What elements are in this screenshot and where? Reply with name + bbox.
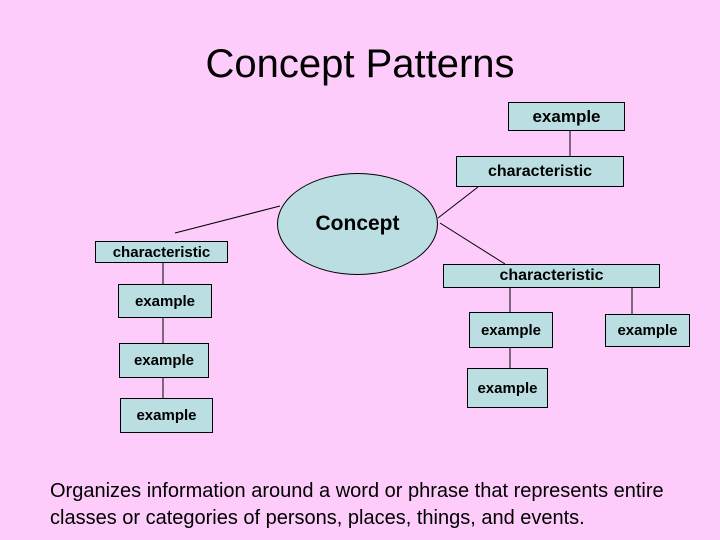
- node-left-example-1: example: [118, 284, 212, 318]
- node-label: example: [480, 321, 542, 339]
- node-label: example: [134, 292, 196, 310]
- node-top-characteristic: characteristic: [456, 156, 624, 187]
- node-label: example: [532, 106, 601, 126]
- connector-ellipse-to-left-characteristic: [174, 205, 281, 234]
- node-left-example-3: example: [120, 398, 213, 433]
- node-right-example-1: example: [469, 312, 553, 348]
- node-right-example-3: example: [467, 368, 548, 408]
- node-label: example: [477, 379, 538, 397]
- connector-ellipse-to-top-characteristic: [437, 186, 479, 219]
- node-top-example: example: [508, 102, 625, 131]
- node-left-example-2: example: [119, 343, 209, 378]
- footer-text: Organizes information around a word or p…: [50, 478, 690, 532]
- node-right-characteristic: characteristic: [443, 264, 660, 288]
- node-label: example: [133, 352, 195, 369]
- node-label: characteristic: [499, 267, 604, 284]
- node-left-characteristic: characteristic: [95, 241, 228, 263]
- node-label: example: [617, 322, 678, 339]
- node-label: example: [136, 407, 197, 424]
- slide-title: Concept Patterns: [205, 42, 515, 86]
- footer-line-2: classes or categories of persons, places…: [50, 507, 585, 529]
- connector-ellipse-to-right-characteristic: [439, 222, 506, 265]
- node-label: Concept: [315, 212, 400, 235]
- node-right-example-2: example: [605, 314, 690, 347]
- node-concept-ellipse: Concept: [277, 173, 438, 275]
- node-label: characteristic: [112, 243, 211, 261]
- node-label: characteristic: [487, 162, 593, 180]
- footer-line-1: Organizes information around a word or p…: [50, 480, 664, 502]
